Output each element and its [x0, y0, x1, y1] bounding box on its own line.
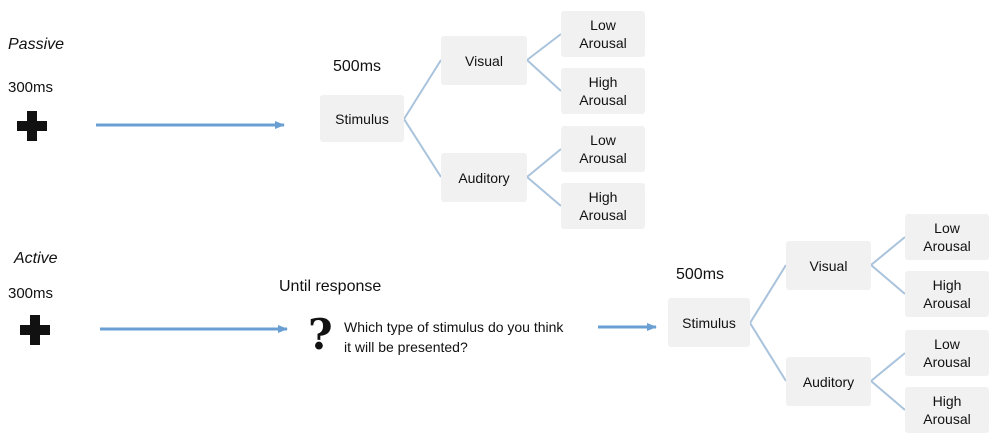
- active-fixation-duration: 300ms: [8, 285, 54, 302]
- active-fixation-cross-icon: [20, 315, 50, 345]
- active-auditory-box: Auditory: [786, 357, 871, 406]
- level-line1: Low: [590, 17, 616, 33]
- active-branch-lines: [749, 236, 906, 411]
- passive-auditory-label: Auditory: [458, 169, 510, 186]
- passive-fixation-cross-icon: [17, 111, 47, 141]
- question-line2: it will be presented?: [344, 339, 468, 355]
- passive-auditory-box: Auditory: [441, 153, 527, 202]
- passive-stimulus-duration: 500ms: [333, 58, 382, 75]
- passive-fixation-duration: 300ms: [8, 79, 54, 96]
- level-line2: Arousal: [923, 354, 971, 370]
- active-visual-label: Visual: [809, 257, 848, 274]
- level-line1: High: [588, 189, 618, 205]
- active-stimulus-box: Stimulus: [668, 298, 750, 347]
- level-line2: Arousal: [923, 411, 971, 427]
- level-line2: Arousal: [923, 238, 971, 254]
- question-mark-icon: ?: [308, 310, 333, 359]
- active-question-text: Which type of stimulus do you think it w…: [344, 317, 594, 357]
- question-line1: Which type of stimulus do you think: [344, 319, 564, 335]
- active-auditory-label: Auditory: [802, 373, 855, 390]
- level-line2: Arousal: [579, 150, 627, 166]
- level-line1: Low: [590, 132, 616, 148]
- passive-stimulus-label: Stimulus: [335, 110, 389, 127]
- level-line1: High: [932, 393, 962, 409]
- active-condition-label: Active: [14, 250, 58, 267]
- level-line2: Arousal: [579, 207, 627, 223]
- active-response-duration: Until response: [279, 278, 382, 295]
- level-line2: Arousal: [923, 295, 971, 311]
- level-line1: Low: [934, 336, 960, 352]
- active-stimulus-duration: 500ms: [676, 266, 725, 283]
- level-line1: High: [588, 74, 618, 90]
- level-line2: Arousal: [579, 92, 627, 108]
- level-line1: Low: [934, 220, 960, 236]
- active-visual-box: Visual: [786, 241, 871, 290]
- level-line1: High: [932, 277, 962, 293]
- passive-branch-lines: [403, 33, 562, 207]
- active-stimulus-label: Stimulus: [682, 314, 736, 331]
- level-line2: Arousal: [579, 35, 627, 51]
- passive-condition-label: Passive: [8, 36, 65, 53]
- passive-visual-label: Visual: [465, 52, 503, 69]
- passive-visual-box: Visual: [441, 36, 527, 85]
- passive-stimulus-box: Stimulus: [320, 95, 404, 142]
